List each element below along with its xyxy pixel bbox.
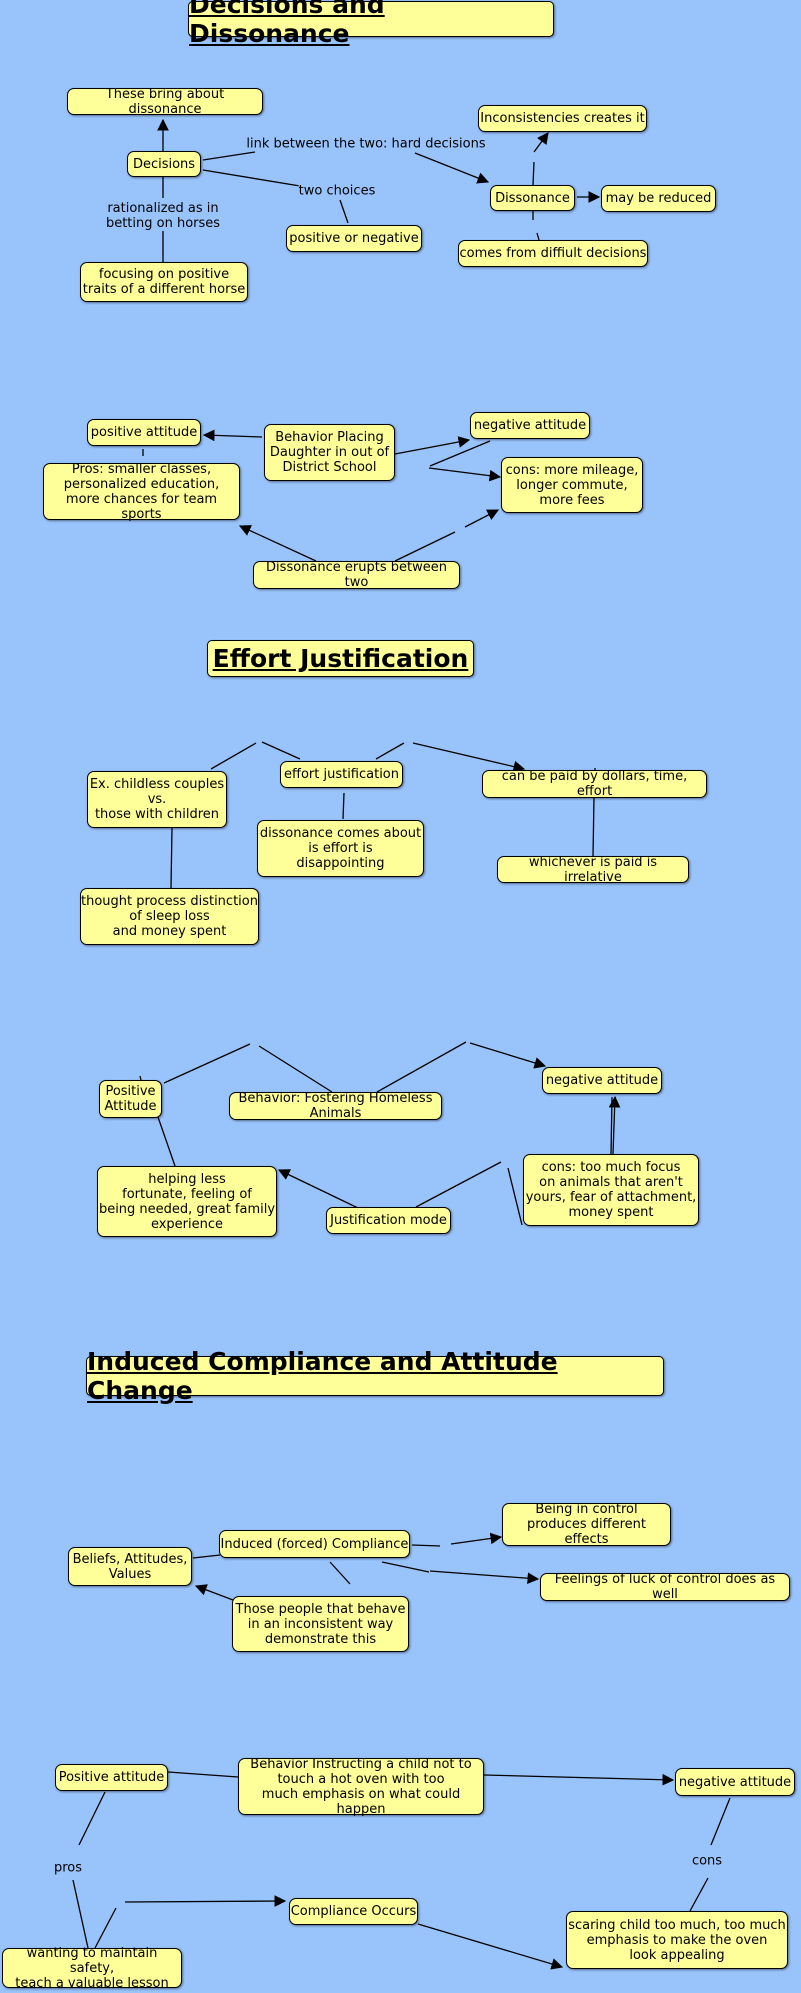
node-those-people[interactable]: Those people that behave in an inconsist… — [232, 1596, 409, 1652]
node-positive-attitude[interactable]: positive attitude — [87, 419, 201, 446]
node-paid-by-dollars[interactable]: can be paid by dollars, time, effort — [482, 769, 707, 799]
node-whichever-paid[interactable]: whichever is paid is irrelative — [497, 855, 689, 885]
label-two-choices: two choices — [298, 183, 376, 199]
node-being-in-control[interactable]: Being in control produces different effe… — [502, 1502, 671, 1547]
node-justification-mode[interactable]: Justification mode — [326, 1207, 451, 1234]
title-decisions-and-dissonance: Decisions and Dissonance — [188, 0, 554, 48]
node-scaring-child[interactable]: scaring child too much, too much emphasi… — [566, 1911, 788, 1969]
label-cons: cons — [691, 1853, 723, 1869]
label-pros: pros — [53, 1860, 83, 1876]
node-positive-attitude-2[interactable]: Positive Attitude — [99, 1080, 162, 1118]
node-pros-smaller-classes[interactable]: Pros: smaller classes, personalized educ… — [43, 462, 240, 522]
node-effort-justification[interactable]: effort justification — [280, 761, 403, 788]
node-childless-couples[interactable]: Ex. childless couples vs. those with chi… — [87, 771, 227, 828]
node-fostering-animals[interactable]: Behavior: Fostering Homeless Animals — [229, 1091, 442, 1121]
node-decisions[interactable]: Decisions — [127, 151, 201, 177]
node-positive-or-negative[interactable]: positive or negative — [286, 225, 422, 252]
node-behavior-hot-oven[interactable]: Behavior Instructing a child not to touc… — [238, 1757, 484, 1817]
node-negative-attitude[interactable]: negative attitude — [470, 412, 590, 439]
node-beliefs-attitudes-values[interactable]: Beliefs, Attitudes, Values — [68, 1547, 192, 1586]
label-link-hard-decisions: link between the two: hard decisions — [246, 136, 486, 152]
title-induced-compliance: Induced Compliance and Attitude Change — [86, 1347, 664, 1405]
node-negative-attitude-2[interactable]: negative attitude — [542, 1067, 662, 1094]
node-helping-less-fortunate[interactable]: helping less fortunate, feeling of being… — [97, 1166, 277, 1237]
node-cons-too-much-focus[interactable]: cons: too much focus on animals that are… — [523, 1154, 699, 1226]
node-behavior-district-school[interactable]: Behavior Placing Daughter in out of Dist… — [264, 424, 395, 481]
node-dissonance-comes-about[interactable]: dissonance comes about is effort is disa… — [257, 820, 424, 877]
title-effort-justification: Effort Justification — [207, 640, 474, 677]
node-thought-process[interactable]: thought process distinction of sleep los… — [80, 888, 259, 945]
node-cons-mileage[interactable]: cons: more mileage, longer commute, more… — [501, 457, 643, 513]
node-inconsistencies[interactable]: Inconsistencies creates it — [478, 105, 647, 132]
node-negative-attitude-3[interactable]: negative attitude — [675, 1768, 795, 1796]
node-wanting-safety[interactable]: wanting to maintain safety, teach a valu… — [2, 1946, 182, 1991]
node-focusing-positive-traits[interactable]: focusing on positive traits of a differe… — [80, 262, 248, 302]
node-bring-about-dissonance[interactable]: These bring about dissonance — [67, 87, 263, 117]
node-compliance-occurs[interactable]: Compliance Occurs — [289, 1898, 418, 1925]
node-dissonance-erupts[interactable]: Dissonance erupts between two — [253, 560, 460, 590]
node-induced-compliance[interactable]: Induced (forced) Compliance — [219, 1530, 410, 1558]
node-positive-attitude-3[interactable]: Positive attitude — [55, 1764, 168, 1791]
node-luck-of-control[interactable]: Feelings of luck of control does as well — [540, 1572, 790, 1602]
label-rationalized: rationalized as in betting on horses — [105, 201, 221, 231]
node-difficult-decisions[interactable]: comes from diffiult decisions — [458, 240, 648, 267]
node-may-be-reduced[interactable]: may be reduced — [601, 185, 716, 212]
node-dissonance[interactable]: Dissonance — [490, 185, 575, 211]
